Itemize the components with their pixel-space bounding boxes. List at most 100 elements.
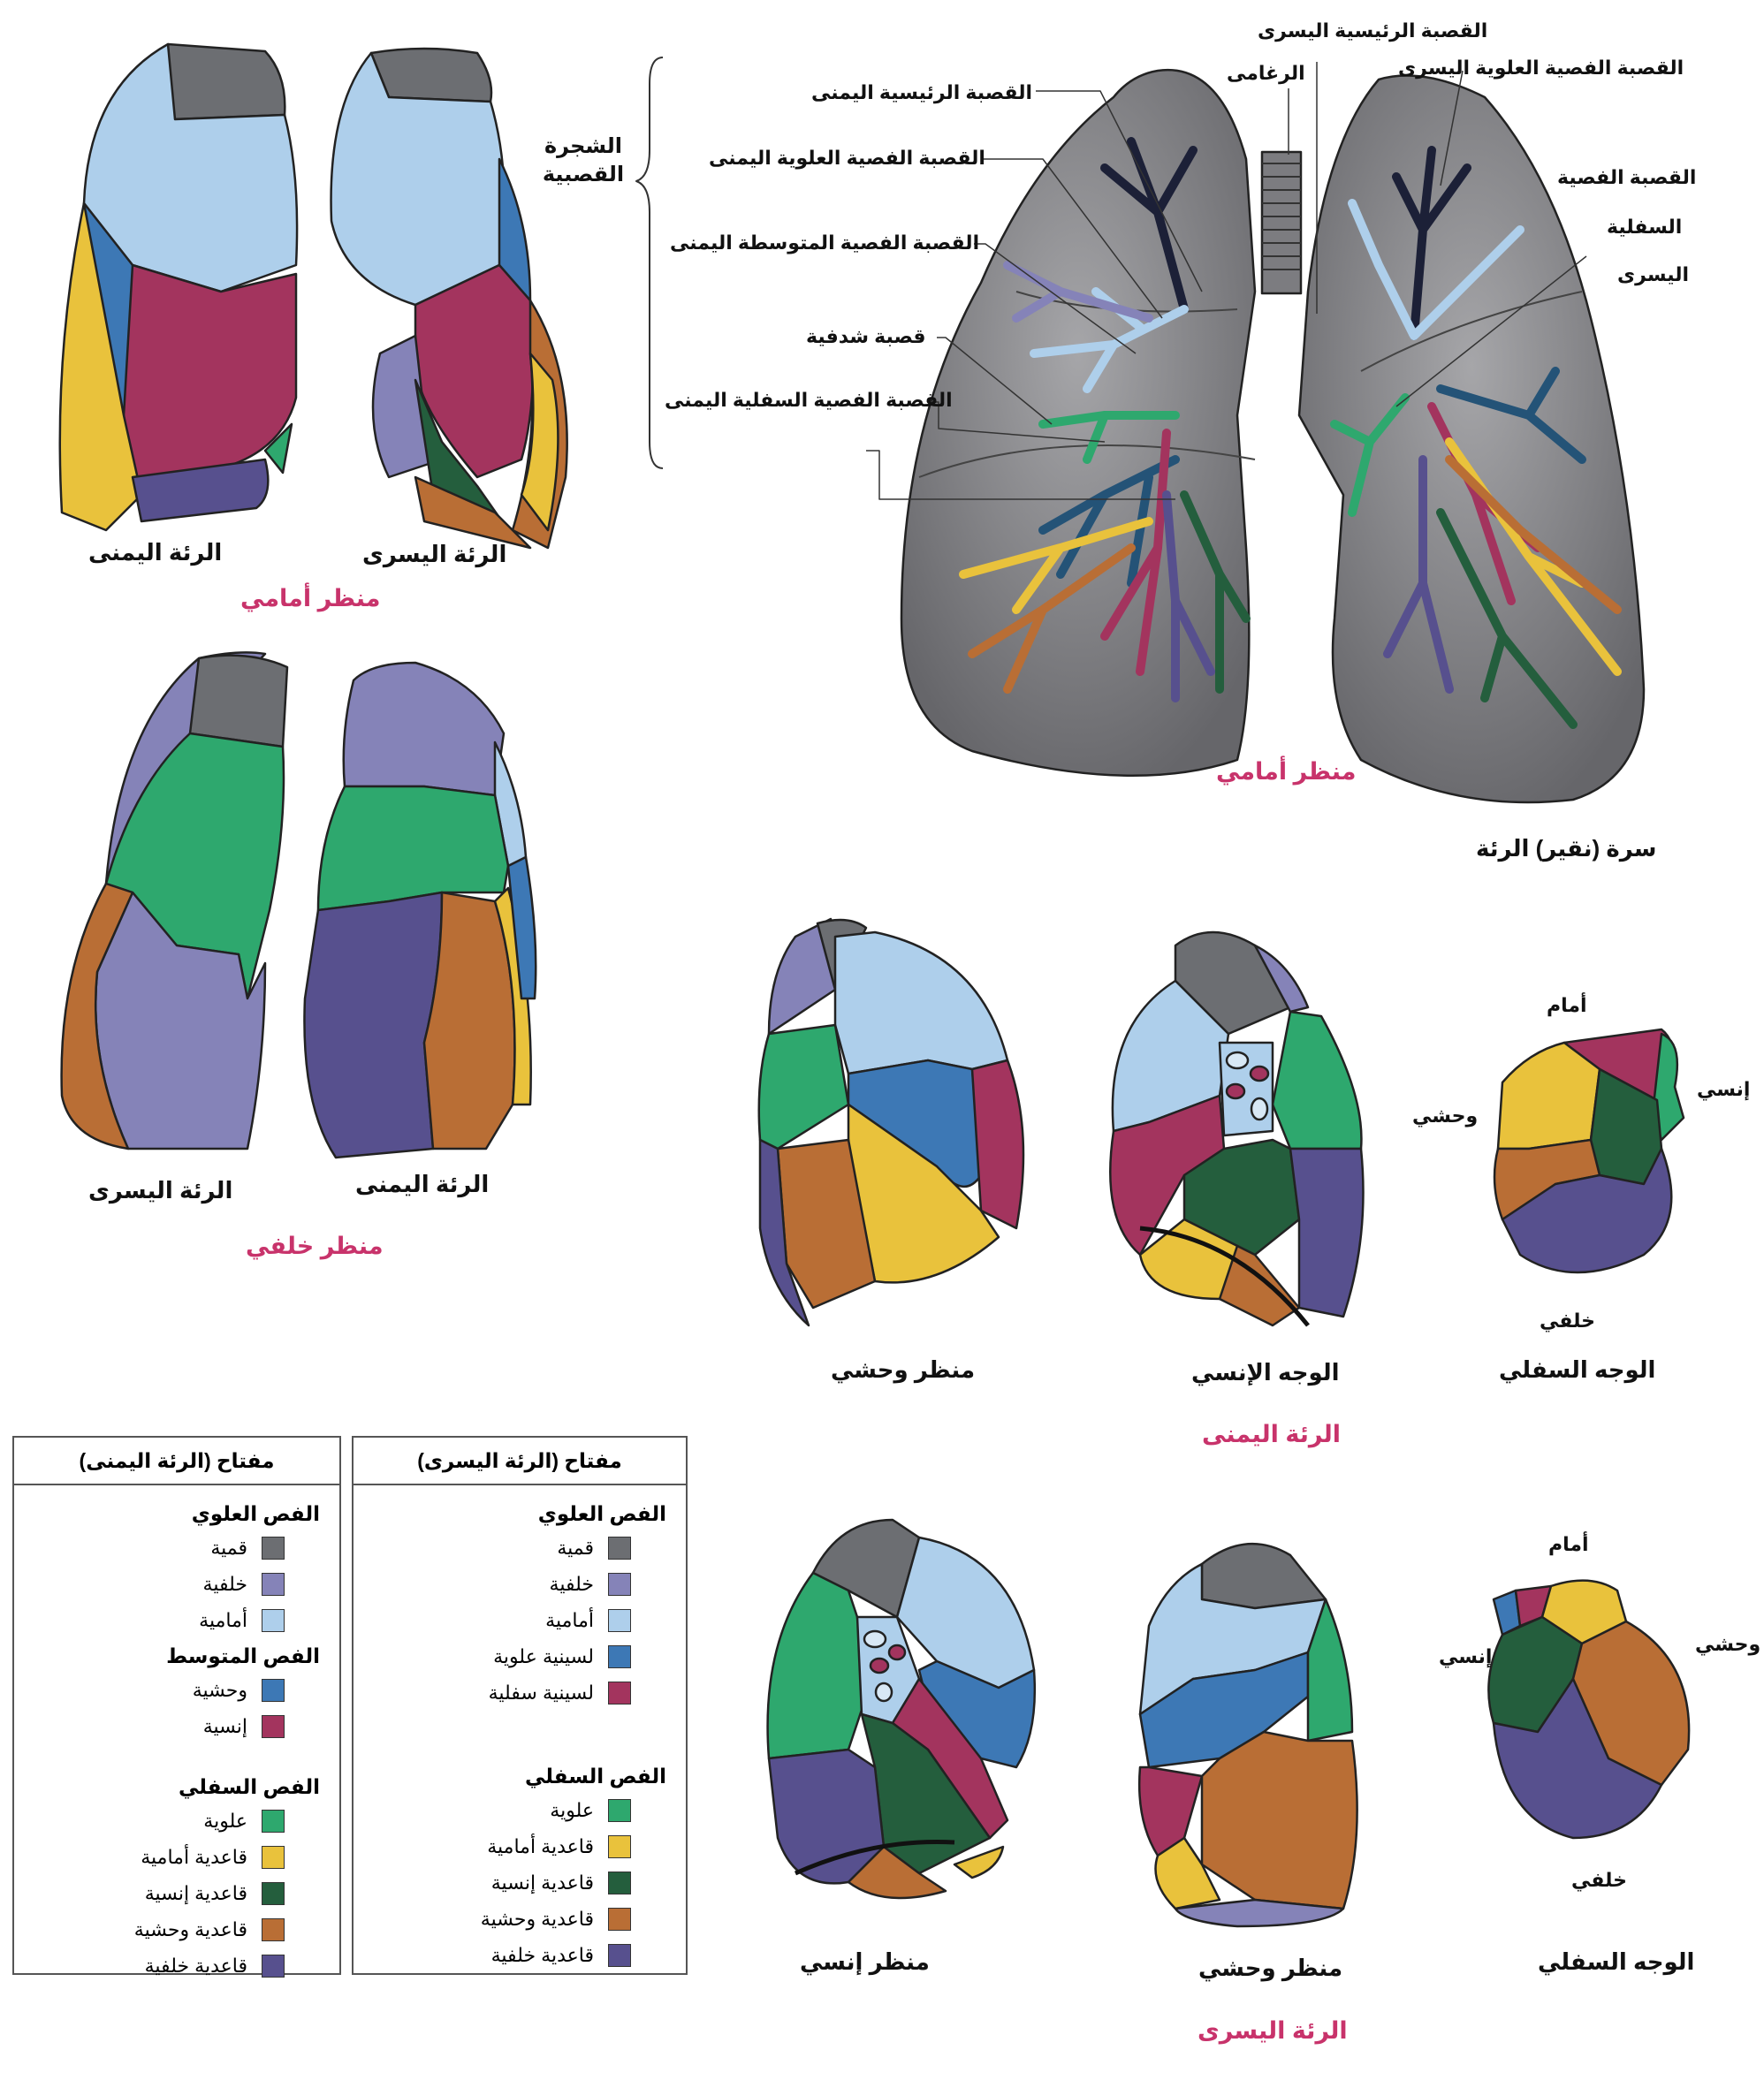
segment-superior [316,785,510,912]
key-swatch-posterior-basal [262,1954,285,1978]
branch-medial-basal [1180,490,1251,694]
key-swatch-medial-basal [608,1871,631,1894]
branch-left-superior [1330,393,1410,517]
posterior-left-lung-label: الرئة اليسرى [88,1177,233,1203]
key-left-lung: مفتاح (الرئة اليسرى) الفص العلوي قمية خل… [352,1436,688,1975]
branch-superior [1038,411,1180,464]
right-lung-inferior-label: الوجه السفلي [1499,1356,1656,1383]
key-item-label: وحشية [192,1678,247,1701]
posterior-view-title: منظر خلفي [246,1233,384,1259]
key-item: خلفية [368,1566,666,1602]
key-right-middle-lobe: الفص المتوسط [166,1644,320,1667]
right-lobe-fissure [918,444,1256,478]
trachea-rings [1262,163,1301,270]
leader-lines [866,62,1587,500]
key-item: أمامية [28,1602,320,1638]
left-lobe-fissure [1360,291,1583,372]
key-item: لسينية سفلية [368,1674,666,1711]
right-inferior-medial: إنسي [1697,1078,1751,1100]
key-item: قاعدية أمامية [28,1839,320,1875]
key-right-lower-lobe: الفص السفلي [179,1775,320,1798]
segment-anterior-basal [1154,1836,1221,1910]
right-lung-inferior-view [1493,1028,1685,1274]
segment-apical [369,47,493,103]
branch-left-lingular [1436,367,1586,464]
segment-superior [1306,1598,1354,1743]
segment-superior [1651,1032,1685,1142]
key-item-label: لسينية علوية [493,1644,594,1667]
branch-anterior-basal [959,517,1153,614]
key-item: قاعدية أمامية [368,1828,666,1864]
branch-medial-middle [1100,429,1171,676]
segment-anterior [833,930,1009,1075]
key-item: قاعدية إنسية [368,1864,666,1901]
right-lung-title: الرئة اليمنى [1202,1421,1342,1447]
key-left-upper-lobe: الفص العلوي [537,1502,666,1525]
segment-lateral-basal [60,882,134,1150]
key-right-title: مفتاح (الرئة اليمنى) [14,1438,339,1485]
label-left-lower-lobe-line3: اليسرى [1617,263,1690,285]
segment-medial-middle [970,1059,1025,1230]
key-swatch-apical [262,1536,285,1560]
key-left-lower-lobe: الفص السفلي [525,1765,666,1788]
bronchial-tree-label: الشجرة القصبية [530,133,636,189]
key-item-label: أمامية [199,1608,247,1631]
key-item: قمية [28,1530,320,1566]
label-left-lower-lobe-line2: السفلية [1607,216,1683,238]
label-right-main-bronchus: القصبة الرئيسية اليمنى [811,81,1033,103]
segment-superior [263,422,293,475]
anterior-view-title: منظر أمامي [240,585,381,611]
right-inferior-lateral: وحشي [1412,1105,1479,1127]
segment-apical-posterior [342,661,506,797]
segment-anterior-basal [58,201,143,532]
segment-lateral-basal [1493,1138,1601,1221]
bronchial-tree-label-line2: القصبية [542,163,625,186]
hilum-vessels [1225,1051,1270,1121]
segment-superior [757,1023,850,1150]
key-item-label: قاعدية أمامية [141,1845,247,1868]
right-inferior-posterior: خلفي [1540,1310,1595,1332]
branch-posterior-basal [1162,490,1215,702]
branch-left-lateral-basal [1445,455,1622,614]
segment-posterior-basal [1289,1147,1365,1318]
key-item-label: إنسية [202,1714,247,1737]
key-item-label: أمامية [545,1608,594,1631]
segment-posterior-basal [1174,1898,1345,1928]
segment-anterior [330,51,506,307]
left-lung-medial-label: منظر إنسي [800,1948,930,1975]
key-swatch-posterior [608,1572,631,1596]
key-swatch-lateral-basal [262,1917,285,1941]
key-item-label: قاعدية إنسية [490,1871,594,1894]
segment-posterior-basal [1492,1677,1663,1840]
right-lung-medial-label: الوجه الإنسي [1191,1359,1340,1386]
left-lung-shape [1297,74,1646,804]
main-lungs-diagram [866,62,1646,804]
label-left-upper-lobe-bronchus: القصبة الفصية العلوية اليسرى [1398,57,1684,79]
segment-posterior-basal [131,458,270,523]
segment-anterior-basal [1496,1041,1601,1150]
segment-superior-lingular [917,1659,1037,1769]
posterior-right-lung-label: الرئة اليمنى [355,1171,490,1197]
key-swatch-anterior [608,1608,631,1632]
segment-inferior-lingular [1137,1765,1204,1857]
segment-apical [166,42,286,121]
anterior-left-lung-diagram [330,47,568,550]
hilum-label: سرة (نقير) الرئة [1476,835,1657,862]
left-inferior-anterior: أمام [1548,1533,1589,1555]
key-item-label: قاعدية وحشية [133,1917,247,1940]
segment-anterior-basal [953,1845,1005,1879]
anterior-right-lung-label: الرئة اليمنى [88,539,223,566]
segment-superior [766,1571,868,1760]
hilum-vessels [863,1629,907,1703]
branch-left-posterior-basal [1383,455,1454,694]
key-item-label: قاعدية وحشية [480,1907,594,1930]
key-item: أمامية [368,1602,666,1638]
right-lung-lateral-label: منظر وحشي [831,1356,976,1383]
label-left-main-bronchus: القصبة الرئيسية اليسرى [1258,19,1488,42]
key-swatch-inferior-lingular [608,1681,631,1705]
key-right-lung: مفتاح (الرئة اليمنى) الفص العلوي قمية خل… [12,1436,341,1978]
left-lung-lateral-label: منظر وحشي [1198,1955,1343,1981]
key-right-upper-lobe: الفص العلوي [191,1502,320,1525]
key-item: وحشية [28,1672,320,1708]
